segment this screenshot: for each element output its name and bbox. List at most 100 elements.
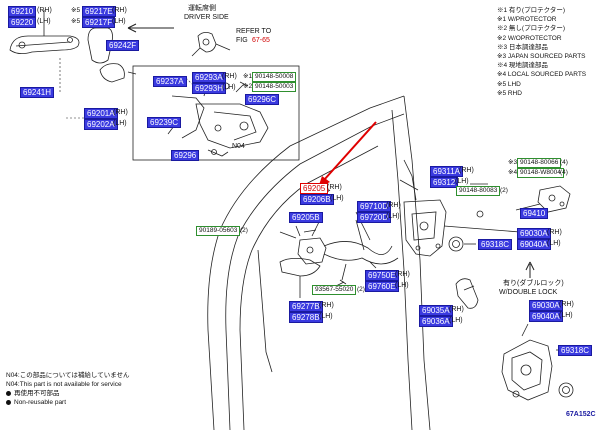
suffix-lh: (LH) <box>113 120 127 127</box>
fig-ref-link[interactable]: 67-65 <box>252 37 270 44</box>
legend-line: ※3 日本調達部品 <box>497 43 548 51</box>
suffix-rh: (RH) <box>222 73 237 80</box>
part-69035a[interactable]: 69035A <box>419 305 453 316</box>
legend-line: ※5 RHD <box>497 89 522 97</box>
part-69040a[interactable]: 69040A <box>517 239 551 250</box>
legend-line: ※2 無し(プロテクター) <box>497 25 565 33</box>
part-69710d[interactable]: 69710D <box>357 201 392 212</box>
part-69318c-double-lock[interactable]: 69318C <box>558 345 593 356</box>
part-69237a[interactable]: 69237A <box>153 76 187 87</box>
suffix-qty-4: (4) <box>560 159 568 166</box>
suffix-lh: (LH) <box>112 18 126 25</box>
suffix-qty-4: (4) <box>560 169 568 176</box>
legend-line: ※5 LHD <box>497 80 521 88</box>
suffix-lh: (LH) <box>559 312 573 319</box>
refer-to-label: REFER TO <box>236 28 272 35</box>
diagram-code: 67A152C <box>566 411 596 418</box>
suffix-rh: (RH) <box>547 229 562 236</box>
footnote-n04-en: N04:This part is not available for servi… <box>6 381 122 388</box>
non-reusable-dot-icon <box>6 390 11 396</box>
std-part-90148-50003[interactable]: 90148-50003 <box>252 82 297 92</box>
legend-line: ※1 有り(プロテクター) <box>497 7 565 14</box>
part-69206b[interactable]: 69206B <box>300 194 334 205</box>
part-69293h[interactable]: 69293H <box>192 83 227 94</box>
n04-label: N04 <box>232 143 245 150</box>
std-part-93567-55020[interactable]: 93567-55020 <box>312 285 357 295</box>
part-69201a[interactable]: 69201A <box>84 108 118 119</box>
legend-line: ※2 W/OPROTECTOR <box>497 34 562 42</box>
suffix-lh: (LH) <box>547 240 561 247</box>
inset-box <box>132 65 300 161</box>
fig-prefix: FIG <box>236 37 248 44</box>
footnote-reuse-en-text: Non-reusable part <box>14 399 67 406</box>
legend-line: ※3 JAPAN SOURCED PARTS <box>497 53 586 61</box>
part-69040a-double-lock[interactable]: 69040A <box>529 311 563 322</box>
mark-x4: ※4 <box>508 169 518 176</box>
footnote-reuse-en: Non-reusable part <box>6 399 66 407</box>
suffix-lh: (LH) <box>222 84 236 91</box>
footnote-n04-jp: N04:この部品については補給していません <box>6 372 130 379</box>
part-69036a[interactable]: 69036A <box>419 316 453 327</box>
part-69220[interactable]: 69220 <box>8 17 37 28</box>
suffix-lh: (LH) <box>386 213 400 220</box>
suffix-lh: (LH) <box>330 195 344 202</box>
std-part-90148-80083[interactable]: 90148-80083 <box>456 186 501 196</box>
part-69239c[interactable]: 69239C <box>147 117 182 128</box>
suffix-lh: (LH) <box>395 282 409 289</box>
part-69030a[interactable]: 69030A <box>517 228 551 239</box>
suffix-qty-2: (2) <box>240 227 248 234</box>
suffix-rh: (RH) <box>449 306 464 313</box>
part-69278b[interactable]: 69278B <box>289 312 323 323</box>
std-part-90189-05603[interactable]: 90189-05603 <box>196 226 241 236</box>
suffix-rh: (RH) <box>559 301 574 308</box>
driver-side-jp: 運転席側 <box>188 5 216 12</box>
part-69241h[interactable]: 69241H <box>20 87 55 98</box>
part-69277b[interactable]: 69277B <box>289 301 323 312</box>
part-69293a[interactable]: 69293A <box>192 72 226 83</box>
mark-x1: ※1 <box>243 73 253 80</box>
suffix-lh: (LH) <box>319 313 333 320</box>
part-69296[interactable]: 69296 <box>171 150 200 161</box>
part-69210[interactable]: 69210 <box>8 6 37 17</box>
suffix-lh: (LH) <box>449 317 463 324</box>
part-69296c[interactable]: 69296C <box>245 94 280 105</box>
std-part-90148-80066[interactable]: 90148-80066 <box>517 158 562 168</box>
mark-x2: ※2 <box>243 83 253 90</box>
part-69760e[interactable]: 69760E <box>365 281 399 292</box>
part-69750e[interactable]: 69750E <box>365 270 399 281</box>
part-69205-highlighted[interactable]: 69205 <box>300 183 329 194</box>
mark-x5: ※5 <box>71 18 81 25</box>
suffix-rh: (RH) <box>37 7 52 14</box>
suffix-qty-2: (2) <box>500 187 508 194</box>
part-69030a-double-lock[interactable]: 69030A <box>529 300 563 311</box>
part-69217f[interactable]: 69217F <box>82 17 116 28</box>
suffix-rh: (RH) <box>386 202 401 209</box>
part-69720d[interactable]: 69720D <box>357 212 392 223</box>
part-69410[interactable]: 69410 <box>520 208 549 219</box>
driver-side-en: DRIVER SIDE <box>184 14 229 21</box>
legend-line: ※4 現地調達部品 <box>497 62 548 70</box>
part-69205b[interactable]: 69205B <box>289 212 323 223</box>
footnote-reuse-jp: 再使用不可部品 <box>6 390 60 398</box>
part-69202a[interactable]: 69202A <box>84 119 118 130</box>
double-lock-en: W/DOUBLE LOCK <box>499 289 558 296</box>
legend-line: ※1 W/PROTECTOR <box>497 16 557 24</box>
suffix-rh: (RH) <box>395 271 410 278</box>
std-part-90148-50008[interactable]: 90148-50008 <box>252 72 297 82</box>
suffix-rh: (RH) <box>113 109 128 116</box>
part-69312[interactable]: 69312 <box>430 177 459 188</box>
non-reusable-dot-icon <box>6 399 11 405</box>
suffix-qty-2: (2) <box>357 286 365 293</box>
suffix-rh: (RH) <box>459 167 474 174</box>
part-69318c[interactable]: 69318C <box>478 239 513 250</box>
part-69242f[interactable]: 69242F <box>106 40 140 51</box>
part-69311a[interactable]: 69311A <box>430 166 463 177</box>
double-lock-jp: 有り(ダブルロック) <box>503 280 564 287</box>
part-69217e[interactable]: 69217E <box>82 6 116 17</box>
legend-line: ※4 LOCAL SOURCED PARTS <box>497 71 587 79</box>
legend: ※1 有り(プロテクター) ※1 W/PROTECTOR ※2 無し(プロテクタ… <box>497 6 586 98</box>
std-part-90148-w8004[interactable]: 90148-W8004 <box>517 168 564 178</box>
footnote-reuse-jp-text: 再使用不可部品 <box>14 390 60 397</box>
